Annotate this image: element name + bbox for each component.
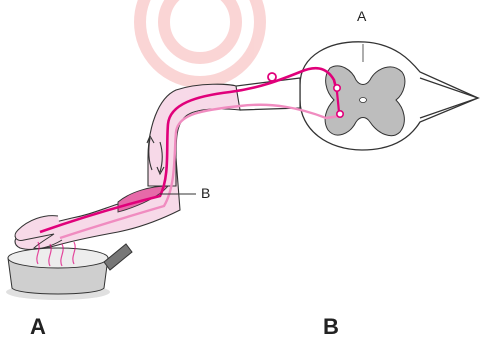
arm <box>15 84 240 249</box>
pot-icon <box>6 244 132 300</box>
ganglion <box>268 73 276 81</box>
spinal-cord-section <box>232 42 478 150</box>
watermark-logo <box>140 0 260 82</box>
spinal-cord-callout-label: A <box>357 8 366 24</box>
panel-label-a: A <box>30 314 46 340</box>
interneuron-top <box>334 85 340 91</box>
interneuron-bottom <box>337 111 343 117</box>
panel-label-b: B <box>323 314 339 340</box>
muscle-callout-label: B <box>201 185 210 201</box>
